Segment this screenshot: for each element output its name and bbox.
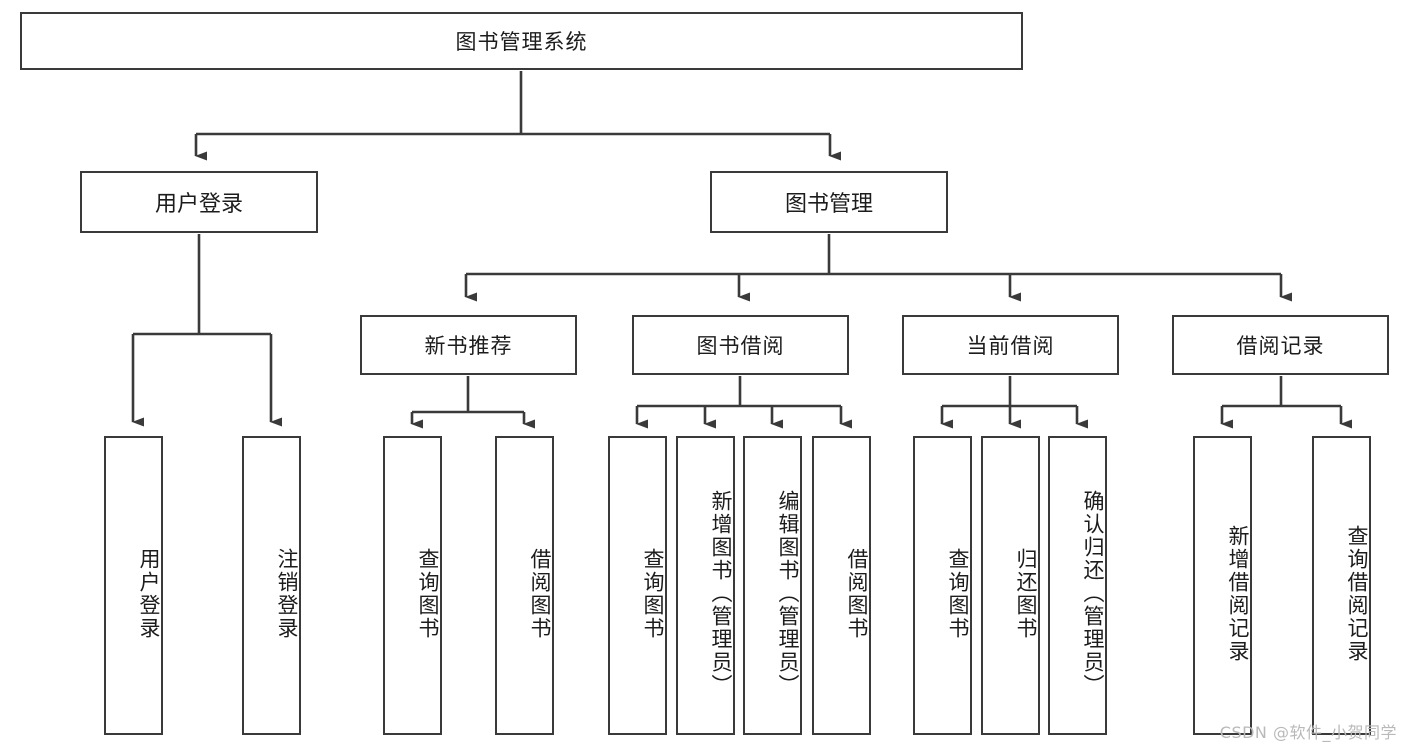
node-label: 查询图书 (416, 547, 440, 640)
node-leaf-confirm-return-admin[interactable]: 确认归还（管理员） (1048, 436, 1107, 735)
node-leaf-edit-book-admin[interactable]: 编辑图书（管理员） (743, 436, 802, 735)
node-label: 借阅记录 (1236, 334, 1325, 358)
node-label: 注销登录 (275, 547, 299, 640)
node-label: 查询图书 (946, 547, 970, 640)
node-new-book-recommend[interactable]: 新书推荐 (360, 315, 577, 375)
node-label: 借阅图书 (528, 547, 552, 640)
node-book-manage[interactable]: 图书管理 (710, 171, 948, 233)
node-system-title[interactable]: 图书管理系统 (20, 12, 1023, 70)
node-leaf-add-book-admin[interactable]: 新增图书（管理员） (676, 436, 735, 735)
node-user-login[interactable]: 用户登录 (80, 171, 318, 233)
node-leaf-query-book-3[interactable]: 查询图书 (913, 436, 972, 735)
node-label: 用户登录 (154, 192, 243, 217)
node-label: 新书推荐 (424, 334, 513, 358)
node-leaf-query-book-2[interactable]: 查询图书 (608, 436, 667, 735)
node-label: 当前借阅 (966, 334, 1055, 358)
node-current-borrow[interactable]: 当前借阅 (902, 315, 1119, 375)
node-book-borrow[interactable]: 图书借阅 (632, 315, 849, 375)
node-leaf-user-login[interactable]: 用户登录 (104, 436, 163, 735)
node-leaf-return-book[interactable]: 归还图书 (981, 436, 1040, 735)
node-label: 图书管理系统 (455, 30, 588, 54)
node-label: 归还图书 (1014, 547, 1038, 640)
node-label: 借阅图书 (845, 547, 869, 640)
node-label: 编辑图书（管理员） (776, 490, 800, 697)
node-label: 确认归还（管理员） (1081, 490, 1105, 697)
node-leaf-borrow-book-1[interactable]: 借阅图书 (495, 436, 554, 735)
node-leaf-query-borrow-record[interactable]: 查询借阅记录 (1312, 436, 1371, 735)
node-label: 查询图书 (641, 547, 665, 640)
node-label: 图书借阅 (696, 334, 785, 358)
node-leaf-borrow-book-2[interactable]: 借阅图书 (812, 436, 871, 735)
node-label: 图书管理 (784, 192, 873, 217)
node-leaf-logout-login[interactable]: 注销登录 (242, 436, 301, 735)
node-label: 用户登录 (137, 547, 161, 640)
node-label: 新增图书（管理员） (709, 490, 733, 697)
node-label: 新增借阅记录 (1226, 524, 1250, 663)
node-label: 查询借阅记录 (1345, 524, 1369, 663)
node-leaf-add-borrow-record[interactable]: 新增借阅记录 (1193, 436, 1252, 735)
watermark: CSDN @软件_小贺同学 (1219, 723, 1397, 742)
node-leaf-query-book-1[interactable]: 查询图书 (383, 436, 442, 735)
node-borrow-record[interactable]: 借阅记录 (1172, 315, 1389, 375)
